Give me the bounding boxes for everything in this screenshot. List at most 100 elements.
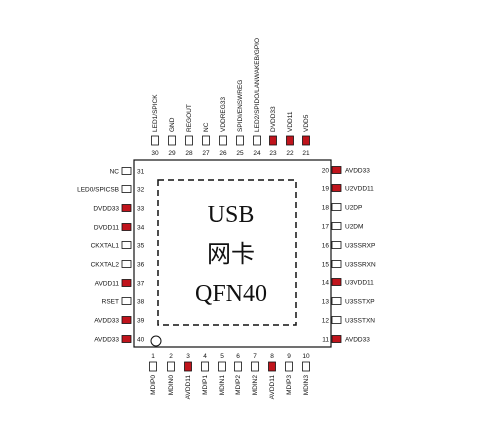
pin-pad-bottom xyxy=(302,361,310,372)
pin-number-left: 40 xyxy=(137,336,145,343)
pin-number-top: 29 xyxy=(168,150,176,157)
chip-text-line-3: QFN40 xyxy=(195,281,267,307)
pin-number-top: 26 xyxy=(219,150,227,157)
pin-pad-right xyxy=(331,297,342,305)
pin-label-bottom: MDIN0 xyxy=(168,375,175,396)
pin-pad-right xyxy=(331,241,342,249)
pin-label-left: AVDD33 xyxy=(94,336,119,343)
pin-label-top: LED2/SPIDO/LANWAKEB/GPIO xyxy=(254,38,261,132)
pin-number-left: 33 xyxy=(137,205,145,212)
pin-label-left: AVDD33 xyxy=(94,317,119,324)
pin-number-right: 19 xyxy=(322,185,330,192)
pin-label-top: VDDREG33 xyxy=(220,97,227,132)
pin-number-bottom: 2 xyxy=(169,353,173,360)
pin-pad-left xyxy=(121,335,132,343)
pin-pad-top xyxy=(151,135,159,146)
pin-number-top: 23 xyxy=(269,150,277,157)
pin-pad-bottom xyxy=(251,361,259,372)
pin-number-right: 18 xyxy=(322,204,330,211)
pins-layer: 30LED1/SPICK29GND28REGOUT27NC26VDDREG332… xyxy=(77,38,376,399)
pin-label-top: VDD11 xyxy=(287,111,294,132)
pin-number-right: 13 xyxy=(322,298,330,305)
pin-label-top: NC xyxy=(203,122,210,132)
pin-label-top: LED1/SPICK xyxy=(152,94,159,132)
pin-pad-right xyxy=(331,335,342,343)
pin-number-right: 11 xyxy=(322,336,329,343)
pin-pad-top xyxy=(219,135,227,146)
pin-pad-bottom xyxy=(149,361,157,372)
pin-label-right: U3SSTXP xyxy=(345,298,375,305)
pin-number-bottom: 9 xyxy=(287,353,291,360)
pin-label-top: REGOUT xyxy=(186,104,193,132)
pin-number-right: 16 xyxy=(322,242,330,249)
pin-label-bottom: MDIP0 xyxy=(150,375,157,395)
pin-pad-top xyxy=(185,135,193,146)
pin-number-bottom: 4 xyxy=(203,353,207,360)
pin-number-bottom: 7 xyxy=(253,353,257,360)
pin-label-bottom: MDIN3 xyxy=(303,375,310,396)
chip-text-line-1: USB xyxy=(208,202,255,228)
pin-label-bottom: MDIN2 xyxy=(252,375,259,396)
pin-label-right: U2VDD11 xyxy=(345,185,374,192)
pin-number-bottom: 8 xyxy=(270,353,274,360)
pin-pad-bottom xyxy=(201,361,209,372)
pin-pad-right xyxy=(331,316,342,324)
pin-pad-bottom xyxy=(218,361,226,372)
pin-number-left: 31 xyxy=(137,168,145,175)
pin-pad-top xyxy=(236,135,244,146)
pin-pad-left xyxy=(121,241,132,249)
pin-number-bottom: 10 xyxy=(302,353,310,360)
pin-label-bottom: MDIP1 xyxy=(202,375,209,395)
pin-label-left: DVDD33 xyxy=(93,205,119,212)
pin-number-top: 30 xyxy=(151,150,159,157)
pin-pad-left xyxy=(121,204,132,212)
pin-pad-bottom xyxy=(268,361,276,372)
pin-pad-top xyxy=(202,135,210,146)
pin-pad-left xyxy=(121,316,132,324)
pin-pad-top xyxy=(302,135,310,146)
pin-number-bottom: 1 xyxy=(151,353,155,360)
chip-text-line-2: 网卡 xyxy=(207,241,255,268)
pin-pad-right xyxy=(331,278,342,286)
pin-number-top: 21 xyxy=(302,150,310,157)
pin-label-right: U3SSTXN xyxy=(345,317,375,324)
pin-label-left: NC xyxy=(110,168,120,175)
pin-label-right: U2DM xyxy=(345,223,363,230)
pin-number-left: 38 xyxy=(137,298,145,305)
pin-number-left: 39 xyxy=(137,317,145,324)
pin-number-right: 17 xyxy=(322,223,330,230)
pin-label-right: U3SSRXP xyxy=(345,242,375,249)
pin-label-bottom: AVDD11 xyxy=(185,375,192,400)
pin-pad-right xyxy=(331,166,342,174)
pin-label-top: VDD5 xyxy=(303,114,310,132)
pin-number-left: 36 xyxy=(137,261,145,268)
pin-number-top: 24 xyxy=(253,150,261,157)
pin-pad-top xyxy=(168,135,176,146)
pin-number-right: 20 xyxy=(322,167,330,174)
pin-pad-left xyxy=(121,279,132,287)
pin-pad-right xyxy=(331,203,342,211)
pin-pad-bottom xyxy=(234,361,242,372)
pin-label-bottom: MDIP2 xyxy=(235,375,242,395)
package-outline xyxy=(133,159,332,348)
pin-pad-top xyxy=(286,135,294,146)
pin-label-top: GND xyxy=(169,117,176,132)
pin-pad-left xyxy=(121,297,132,305)
pin-label-top: DVDD33 xyxy=(270,106,277,132)
pin-pad-bottom xyxy=(167,361,175,372)
pin-pad-top xyxy=(253,135,261,146)
pin-pad-bottom xyxy=(184,361,192,372)
pin-number-top: 28 xyxy=(185,150,193,157)
pin-number-top: 22 xyxy=(286,150,294,157)
pin-number-top: 25 xyxy=(236,150,244,157)
pin-number-left: 37 xyxy=(137,280,145,287)
pin-label-bottom: MDIN1 xyxy=(219,375,226,396)
pin-pad-top xyxy=(269,135,277,146)
pin-label-right: U3SSRXN xyxy=(345,261,376,268)
pin-label-left: CKXTAL2 xyxy=(91,261,120,268)
pin-label-right: U2DP xyxy=(345,204,362,211)
pin-pad-left xyxy=(121,223,132,231)
pin-number-bottom: 5 xyxy=(220,353,224,360)
pin-label-left: RSET xyxy=(102,298,119,305)
pin-number-top: 27 xyxy=(202,150,210,157)
